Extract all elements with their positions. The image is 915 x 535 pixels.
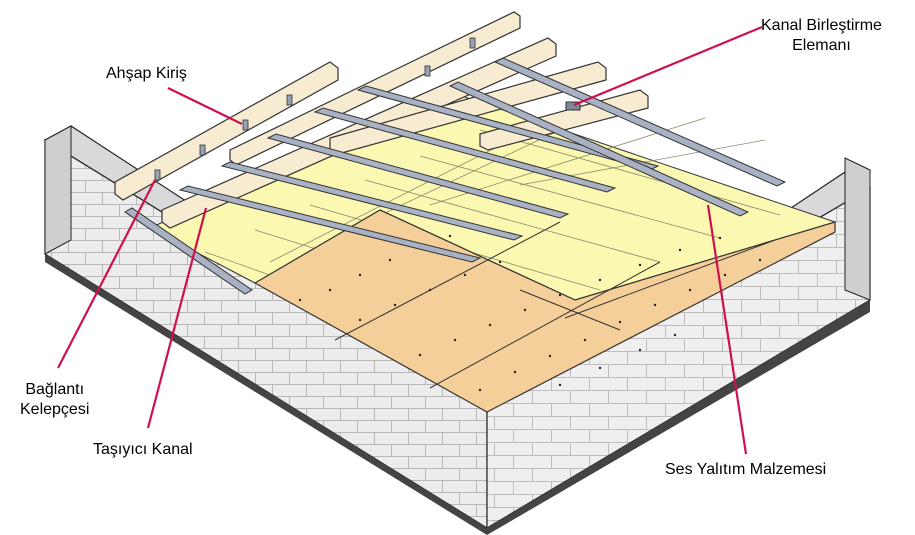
- leader-clip: [57, 179, 156, 369]
- carrier-channel: [448, 81, 750, 217]
- wood-joist: [114, 61, 339, 201]
- carrier-channel: [124, 207, 253, 295]
- label-wood-joist: Ahşap Kiriş: [106, 65, 187, 82]
- carrier-channel: [266, 133, 570, 219]
- wall-end-face: [44, 125, 72, 255]
- connection-clip: [424, 65, 431, 77]
- label-connection-clip: Bağlantı Kelepçesi: [20, 381, 90, 418]
- channel-joiner: [565, 101, 581, 111]
- connection-clip: [286, 94, 293, 106]
- connection-clip: [242, 119, 249, 131]
- connection-clip: [199, 144, 206, 156]
- label-channel-joiner: Kanal Birleştirme Elemanı: [761, 17, 882, 54]
- carrier-channel: [178, 185, 482, 263]
- connection-clip: [154, 169, 161, 181]
- carrier-channel: [356, 85, 660, 171]
- connection-clip: [469, 37, 476, 49]
- carrier-channel: [313, 107, 617, 193]
- connection-clips: [154, 37, 476, 181]
- carrier-channel: [493, 57, 787, 187]
- leader-carrier-channel: [146, 207, 208, 429]
- label-insulation: Ses Yalıtım Malzemesi: [665, 461, 827, 478]
- leader-wood-joist: [167, 87, 243, 125]
- metal-channels: [124, 57, 787, 295]
- leader-lines: [57, 25, 763, 455]
- wall-end-face-right: [844, 157, 871, 301]
- plasterboard-ceiling: [253, 209, 836, 413]
- leader-channel-joiner: [573, 25, 763, 107]
- carrier-channel: [220, 161, 524, 241]
- leader-insulation: [706, 204, 748, 455]
- label-carrier-channel: Taşıyıcı Kanal: [93, 441, 193, 458]
- plasterboard-panels: [253, 209, 836, 413]
